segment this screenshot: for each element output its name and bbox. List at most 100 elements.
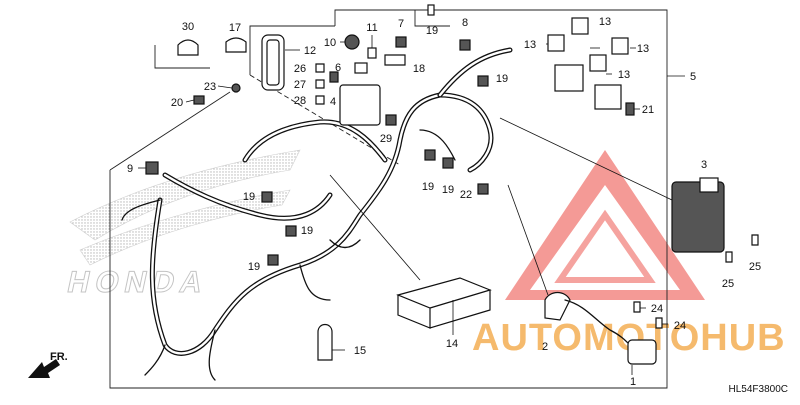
- part-13-relay-icon: [571, 17, 589, 35]
- part-19-connector-icon: [267, 254, 279, 266]
- callout-6: 6: [335, 62, 341, 74]
- callout-29: 29: [380, 133, 392, 145]
- callout-27: 27: [294, 79, 306, 91]
- part-9-connector-icon: [145, 161, 159, 175]
- callout-23: 23: [204, 81, 216, 93]
- diagram-code: HL54F3800C: [729, 384, 788, 395]
- part-19-fuse-icon: [427, 4, 435, 16]
- part-30-holder-icon: [177, 39, 199, 56]
- watermark-triangle-logo: [505, 150, 705, 300]
- callout-24a: 24: [651, 303, 663, 315]
- parts: [145, 4, 759, 365]
- part-18-switch-icon: [384, 54, 406, 66]
- part-8-connector-icon: [459, 39, 471, 51]
- callout-9: 9: [127, 163, 133, 175]
- part30-frame: [154, 45, 210, 69]
- wire-lead-left: [121, 199, 166, 376]
- top-frame: [334, 9, 668, 389]
- relay-socket-icon: [554, 64, 584, 92]
- callout-12: 12: [304, 45, 316, 57]
- callout-19f: 19: [301, 225, 313, 237]
- callout-19e: 19: [243, 191, 255, 203]
- callout-13b: 13: [599, 16, 611, 28]
- main-wire-harness: [121, 47, 513, 381]
- diagonal-frame-top: [249, 25, 335, 75]
- part-26-clip-icon: [315, 63, 325, 73]
- brand-watermark: HONDA: [64, 149, 301, 299]
- part-19-connector-icon: [285, 225, 297, 237]
- harness-branch-upper: [242, 119, 388, 163]
- part-15-band-icon: [317, 323, 333, 361]
- callout-19b: 19: [496, 73, 508, 85]
- callout-10: 10: [324, 37, 336, 49]
- part-7-fuse-icon: [395, 36, 407, 48]
- part-19-connector-icon: [477, 75, 489, 87]
- wire-regulator: [419, 129, 456, 161]
- callout-13c: 13: [637, 43, 649, 55]
- diagonal-frame-link: [109, 91, 231, 171]
- part-11-connector-icon: [367, 47, 377, 59]
- callout-20: 20: [171, 97, 183, 109]
- left-frame: [109, 170, 500, 389]
- part-1-starter-relay-icon: [627, 339, 657, 365]
- callout-30: 30: [182, 21, 194, 33]
- part-3-regulator-icon: [671, 181, 725, 253]
- callout-19d: 19: [442, 184, 454, 196]
- part-13-relay-icon: [611, 37, 629, 55]
- part-6-connector-icon: [354, 62, 368, 74]
- site-watermark: AUTOMOTOHUB: [472, 150, 785, 359]
- front-arrow-icon: [28, 359, 60, 378]
- part-4-terminal-icon: [329, 71, 339, 83]
- part-17-clamp-icon: [225, 37, 247, 53]
- part-22-connector-icon: [477, 183, 489, 195]
- part-25-bolt-icon: [725, 251, 733, 263]
- relay-group: [547, 17, 629, 110]
- relay-box-frame: [414, 10, 450, 27]
- part-19-connector-icon: [261, 191, 273, 203]
- part-14-ecu-icon: [396, 277, 492, 329]
- callout-19a: 19: [426, 25, 438, 37]
- callout-19c: 19: [422, 181, 434, 193]
- wing-emblem-watermark: [69, 149, 301, 266]
- fuse-box-icon: [339, 84, 381, 126]
- relay-socket-icon: [594, 84, 622, 110]
- callout-24b: 24: [674, 320, 686, 332]
- part-13-relay-icon: [589, 54, 607, 72]
- callout-25b: 25: [749, 261, 761, 273]
- part-24-bolt-icon: [633, 301, 641, 313]
- callout-13d: 13: [618, 69, 630, 81]
- watermark-triangle-inner: [554, 209, 656, 283]
- callout-3: 3: [701, 159, 707, 171]
- brand-watermark-text: HONDA: [64, 266, 211, 299]
- callout-2: 2: [542, 341, 548, 353]
- part-23-bolt-icon: [231, 83, 241, 93]
- callout-8: 8: [462, 17, 468, 29]
- callout-13a: 13: [524, 39, 536, 51]
- callout-18: 18: [413, 63, 425, 75]
- part-24-bolt-icon: [655, 317, 663, 329]
- part-21-connector-icon: [625, 102, 635, 116]
- part-2-cap-icon: [544, 291, 571, 321]
- leader-lines: [138, 35, 685, 375]
- callout-25a: 25: [722, 278, 734, 290]
- callout-4: 4: [330, 96, 336, 108]
- callout-21: 21: [642, 104, 654, 116]
- callout-1: 1: [630, 376, 636, 388]
- callout-15: 15: [354, 345, 366, 357]
- callout-11: 11: [366, 22, 377, 34]
- callout-17: 17: [229, 22, 241, 34]
- front-direction-label: FR.: [50, 351, 68, 363]
- part-13-relay-icon: [547, 34, 565, 52]
- part-19-connector-icon: [442, 157, 454, 169]
- part-20-clip-icon: [193, 95, 205, 105]
- wire-lead-lower: [208, 264, 331, 381]
- callout-7: 7: [398, 18, 404, 30]
- part-10-sensor-icon: [344, 34, 360, 50]
- part-25-bolt-icon: [751, 234, 759, 246]
- front-direction-indicator: FR.: [28, 351, 68, 378]
- part-27-clip-icon: [315, 79, 325, 89]
- callout-26: 26: [294, 63, 306, 75]
- part-19-connector-icon: [424, 149, 436, 161]
